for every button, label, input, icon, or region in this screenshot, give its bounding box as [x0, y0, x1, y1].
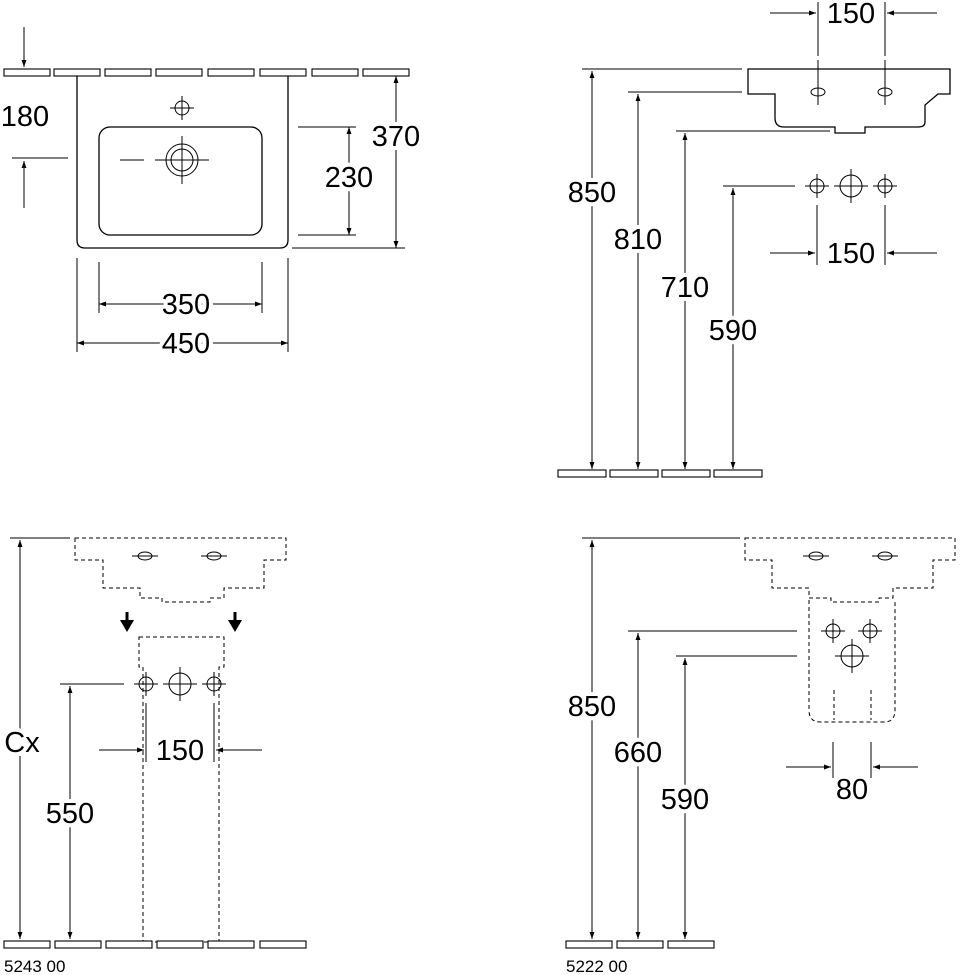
- dim-side-710: 710: [661, 272, 709, 304]
- dim-450: 450: [162, 328, 210, 360]
- dim-semi-850: 850: [568, 691, 616, 723]
- dim-side-590: 590: [709, 315, 757, 347]
- product-code: 5222 00: [566, 957, 627, 975]
- semi-pedestal-dashed: [808, 600, 896, 723]
- dim-side-150-top: 150: [827, 0, 875, 30]
- pedestal-view: 150 Cx 550 5243 00: [0, 537, 307, 975]
- side-view: 150 150 850 810 710 590: [557, 0, 951, 478]
- bowl-outline: [98, 126, 263, 236]
- arrow-down-icon: [120, 612, 242, 632]
- dim-side-850: 850: [568, 177, 616, 209]
- floor-tiles-pedestal: [3, 940, 307, 949]
- dim-semi-660: 660: [614, 737, 662, 769]
- basin-profile: [747, 68, 951, 134]
- wall-tiles-top: [3, 68, 410, 77]
- basin-outline: [76, 76, 289, 249]
- floor-tiles-side: [557, 469, 763, 478]
- dim-ped-550: 550: [46, 798, 94, 830]
- dim-ped-150: 150: [156, 735, 204, 767]
- dim-semi-590: 590: [661, 784, 709, 816]
- basin-dashed-outline: [74, 537, 287, 603]
- dim-side-150-bottom: 150: [827, 238, 875, 270]
- tap-hole-icon: [170, 96, 194, 120]
- basin-dashed-outline: [744, 537, 956, 603]
- semi-pedestal-view: 80 850 660 590 5222 00: [564, 537, 956, 975]
- product-code: 5243 00: [4, 957, 65, 975]
- supply-connections-icon: [805, 169, 897, 203]
- drain-icon: [120, 136, 209, 184]
- dim-350: 350: [162, 289, 210, 321]
- top-view: 180 370 230 350 450: [1, 27, 424, 364]
- dim-semi-80: 80: [836, 774, 868, 806]
- dim-230: 230: [325, 162, 373, 194]
- dim-370: 370: [372, 121, 420, 153]
- dim-ped-cx: Cx: [4, 727, 40, 759]
- dim-side-810: 810: [614, 224, 662, 256]
- dim-180: 180: [1, 101, 49, 133]
- pedestal-dashed-column: [138, 636, 225, 943]
- supply-connections-icon: [134, 667, 226, 701]
- floor-tiles-semi: [565, 940, 715, 949]
- supply-connections-icon: [821, 619, 882, 673]
